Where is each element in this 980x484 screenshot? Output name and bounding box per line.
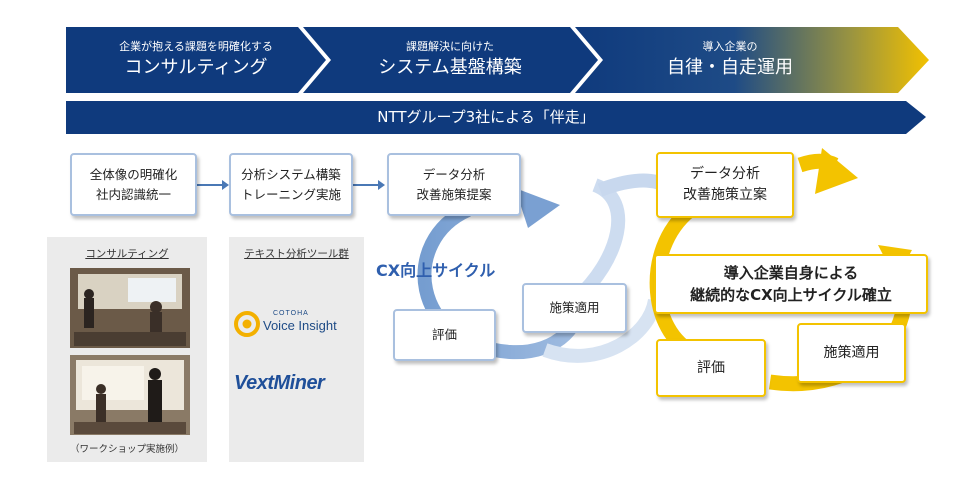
tools-panel: テキスト分析ツール群 bbox=[229, 237, 364, 462]
cycle-right-statement-line1: 導入企業自身による bbox=[723, 264, 859, 282]
cycle-right-evaluate-text: 評価 bbox=[697, 359, 725, 376]
cycle-right-statement-line2: 継続的なCX向上サイクル確立 bbox=[690, 286, 892, 304]
phase-autonomy-title: 自律・自走運用 bbox=[667, 57, 793, 78]
phase-system-title: システム基盤構築 bbox=[378, 57, 522, 78]
step-build-line2: トレーニング実施 bbox=[240, 186, 341, 202]
cycle-right-apply-box: 施策適用 bbox=[797, 323, 906, 383]
banner-arrow bbox=[66, 101, 926, 134]
step-connector-2 bbox=[353, 180, 385, 190]
step-box-build: 分析システム構築 トレーニング実施 bbox=[229, 153, 353, 216]
cycle-left-evaluate-text: 評価 bbox=[431, 327, 457, 342]
cycle-right-evaluate-box: 評価 bbox=[656, 339, 766, 397]
phase-arrow-consulting bbox=[66, 27, 326, 93]
cx-cycle-label: CX向上サイクル bbox=[376, 261, 496, 280]
banner-text: NTTグループ3社による「伴走」 bbox=[377, 108, 595, 126]
cycle-left-apply-box: 施策適用 bbox=[522, 283, 627, 333]
step-clarify-line1: 全体像の明確化 bbox=[89, 166, 178, 182]
step-analysis-line1: データ分析 bbox=[422, 166, 486, 182]
consulting-panel-caption: （ワークショップ実施例） bbox=[69, 444, 184, 455]
cotoha-logo-top: COTOHA bbox=[273, 310, 309, 317]
cotoha-logo-name: Voice Insight bbox=[263, 318, 337, 333]
cycle-arrowhead-right-top bbox=[815, 148, 858, 194]
phase-arrow-system bbox=[303, 27, 598, 93]
step-analysis-line2: 改善施策提案 bbox=[416, 186, 492, 202]
phase-arrow-autonomy bbox=[575, 27, 929, 93]
cycle-right-analysis-box: データ分析 改善施策立案 bbox=[656, 152, 794, 218]
phase-consulting-sub: 企業が抱える課題を明確化する bbox=[119, 40, 273, 53]
consulting-panel: コンサルティング （ワークショップ実施例） bbox=[47, 237, 207, 462]
phase-system-sub: 課題解決に向けた bbox=[406, 40, 494, 53]
cycle-arrowhead-left bbox=[515, 188, 560, 228]
step-box-clarify: 全体像の明確化 社内認識統一 bbox=[70, 153, 197, 216]
consulting-panel-title: コンサルティング bbox=[85, 248, 169, 260]
step-connector-1 bbox=[197, 180, 229, 190]
phase-autonomy-sub: 導入企業の bbox=[702, 40, 758, 53]
vextminer-logo: VextMiner bbox=[234, 372, 325, 394]
cycle-right-statement-box: 導入企業自身による 継続的なCX向上サイクル確立 bbox=[654, 254, 928, 314]
step-clarify-line2: 社内認識統一 bbox=[95, 186, 171, 202]
tools-panel-title: テキスト分析ツール群 bbox=[244, 248, 349, 260]
phase-consulting-title: コンサルティング bbox=[124, 57, 268, 78]
cycle-left-evaluate-box: 評価 bbox=[393, 309, 496, 361]
cycle-right-analysis-line1: データ分析 bbox=[690, 166, 760, 182]
cycle-right-analysis-line2: 改善施策立案 bbox=[683, 187, 767, 203]
cycle-left-apply-text: 施策適用 bbox=[549, 300, 600, 315]
step-box-analysis: データ分析 改善施策提案 bbox=[387, 153, 521, 216]
step-build-line1: 分析システム構築 bbox=[241, 166, 341, 182]
cycle-right-apply-text: 施策適用 bbox=[823, 344, 880, 361]
